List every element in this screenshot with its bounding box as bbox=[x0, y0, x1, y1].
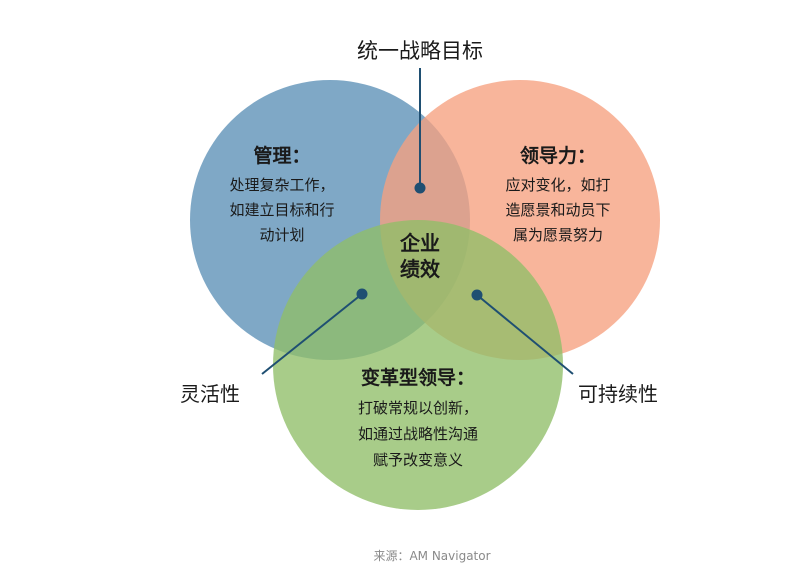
circle-transformation bbox=[273, 220, 563, 510]
top-label: 统一战略目标 bbox=[357, 39, 483, 63]
management-line-2: 如建立目标和行 bbox=[229, 201, 334, 219]
connector-left-dot bbox=[356, 288, 368, 300]
connector-left bbox=[261, 293, 363, 375]
left-label: 灵活性 bbox=[180, 382, 240, 406]
center-label-line-2: 绩效 bbox=[400, 257, 440, 281]
transformation-line-2: 如通过战略性沟通 bbox=[358, 425, 478, 443]
management-title: 管理： bbox=[253, 144, 310, 167]
transformation-line-3: 赋予改变意义 bbox=[373, 451, 463, 469]
leadership-line-1: 应对变化，如打 bbox=[505, 176, 610, 194]
management-line-1: 处理复杂工作， bbox=[229, 176, 334, 194]
right-label: 可持续性 bbox=[578, 382, 658, 406]
connector-right bbox=[476, 294, 574, 375]
leadership-line-3: 属为愿景努力 bbox=[513, 226, 603, 244]
leadership-line-2: 造愿景和动员下 bbox=[505, 201, 610, 219]
transformation-line-1: 打破常规以创新， bbox=[358, 399, 478, 417]
source-caption: 来源：AM Navigator bbox=[373, 549, 490, 563]
management-line-3: 动计划 bbox=[259, 226, 304, 244]
connector-top-dot bbox=[414, 182, 426, 194]
transformation-title: 变革型领导： bbox=[361, 366, 475, 389]
center-label-line-1: 企业 bbox=[399, 231, 440, 255]
leadership-title: 领导力： bbox=[520, 144, 596, 167]
connector-right-dot bbox=[471, 289, 483, 301]
